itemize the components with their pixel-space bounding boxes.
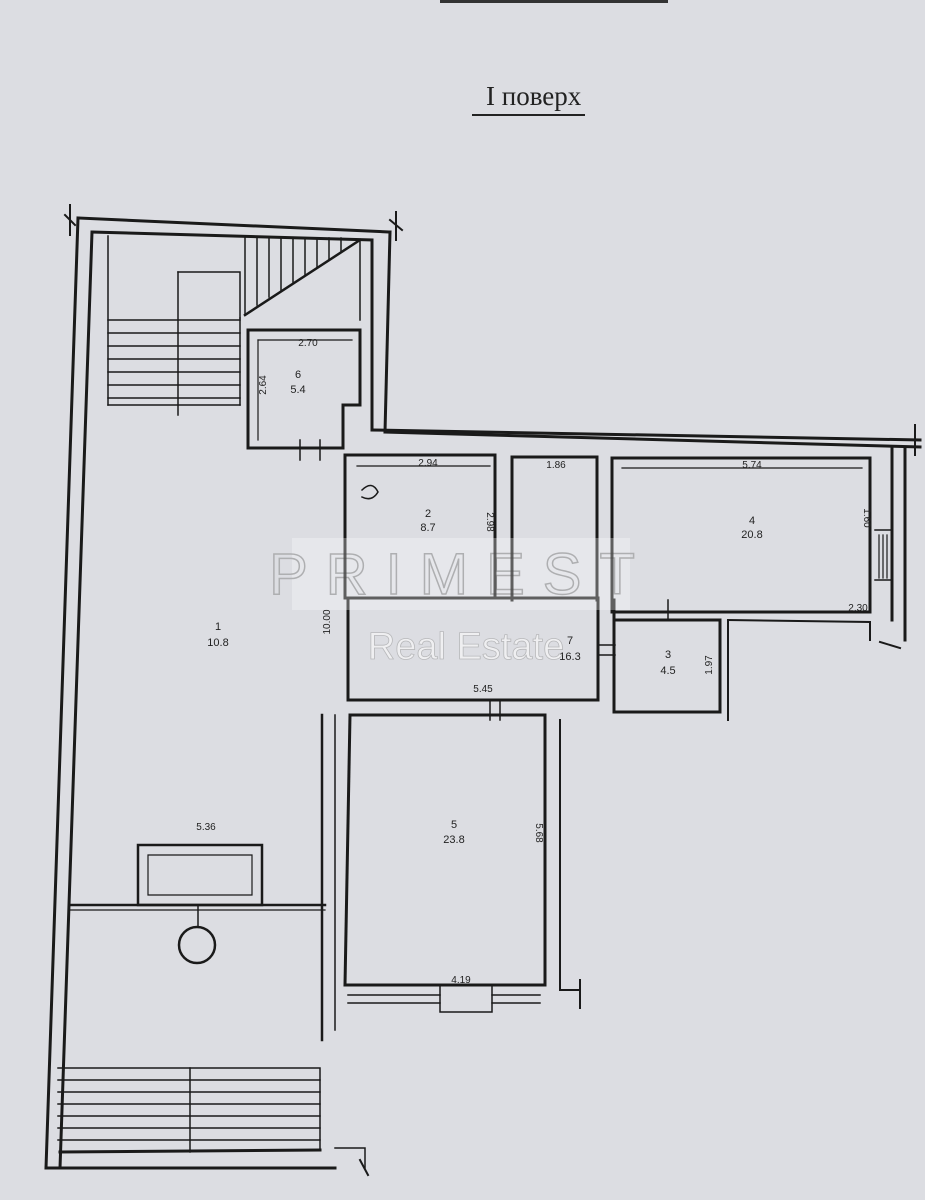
dim-1-86: 1.86 [546,460,566,471]
watermark-brand: PRIMEST [269,542,653,607]
dim-5-68: 5.68 [533,823,544,843]
room-3-walls [612,598,871,721]
break-marks [63,204,916,1177]
top-rule [440,0,668,3]
room-1-area: 10.8 [207,637,228,649]
dim-1-60: 1.60 [861,508,872,528]
closet-walls [510,455,599,602]
dim-10-00: 10.00 [322,609,333,634]
dim-5-36: 5.36 [196,822,216,833]
floor-title: I поверх [472,81,586,116]
dim-2-98: 2.98 [484,512,495,532]
stairs-top [107,235,362,416]
dim-5-74: 5.74 [742,460,762,471]
outer-walls [44,216,922,1170]
room-6-number: 6 [295,369,301,381]
room-2-walls [343,453,497,600]
stairs-bottom [57,1067,366,1169]
room-6-area: 5.4 [290,384,305,396]
watermark: PRIMEST Real Estate [268,538,653,668]
room-5-walls [320,713,581,1042]
room-4-walls [610,456,893,614]
room-5-area: 23.8 [443,834,464,846]
room-2-area: 8.7 [420,522,435,534]
dim-2-94: 2.94 [418,458,438,469]
dim-2-70: 2.70 [298,338,318,349]
dimension-labels: 2.70 2.64 2.94 2.98 1.86 5.74 1.60 2.30 … [196,338,872,986]
room-6-walls [246,328,362,450]
toilet-icon [360,484,379,500]
dim-2-30: 2.30 [848,603,868,614]
dim-1-97: 1.97 [704,655,715,675]
room-1-number: 1 [215,621,221,633]
room-3-number: 3 [665,649,671,661]
room-4-number: 4 [749,515,755,527]
room-labels: 1 10.8 2 8.7 3 4.5 4 20.8 5 23.8 6 5.4 7… [207,369,762,846]
room-4-area: 20.8 [741,529,762,541]
room-7-number: 7 [567,635,573,647]
room-1-details [68,843,327,965]
room-5-number: 5 [451,819,457,831]
watermark-subtitle: Real Estate [368,626,564,668]
room-3-area: 4.5 [660,665,675,677]
room-7-area: 16.3 [559,651,580,663]
dim-2-64: 2.64 [258,375,269,395]
room-2-number: 2 [425,508,431,520]
dim-4-19: 4.19 [451,975,471,986]
room-7-walls [346,596,600,702]
dim-5-45: 5.45 [473,684,493,695]
